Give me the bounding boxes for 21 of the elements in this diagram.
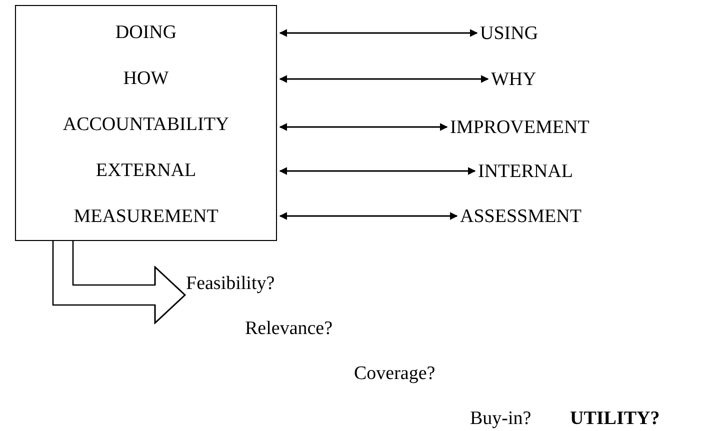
double-arrow bbox=[279, 75, 489, 83]
term-text: Feasibility? bbox=[186, 274, 275, 292]
double-arrow bbox=[279, 212, 458, 220]
conclusion-text: UTILITY? bbox=[570, 409, 660, 428]
term-text: IMPROVEMENT bbox=[450, 118, 590, 136]
term-text: ACCOUNTABILITY bbox=[62, 112, 230, 136]
term-text: INTERNAL bbox=[478, 162, 573, 180]
term-text: HOW bbox=[123, 66, 169, 90]
term-text: WHY bbox=[491, 70, 536, 88]
term-box bbox=[15, 5, 277, 241]
double-arrow bbox=[279, 123, 448, 131]
question-text: Buy-in? bbox=[470, 409, 532, 428]
term-text: EXTERNAL bbox=[96, 158, 196, 182]
question-text: Coverage? bbox=[354, 364, 436, 383]
term-text: USING bbox=[480, 24, 538, 42]
term-text: ASSESSMENT bbox=[460, 206, 582, 226]
question-text: Relevance? bbox=[245, 319, 333, 338]
term-text: DOING bbox=[115, 20, 177, 44]
term-text: MEASUREMENT bbox=[74, 204, 218, 228]
double-arrow bbox=[279, 167, 476, 175]
double-arrow bbox=[279, 29, 478, 37]
